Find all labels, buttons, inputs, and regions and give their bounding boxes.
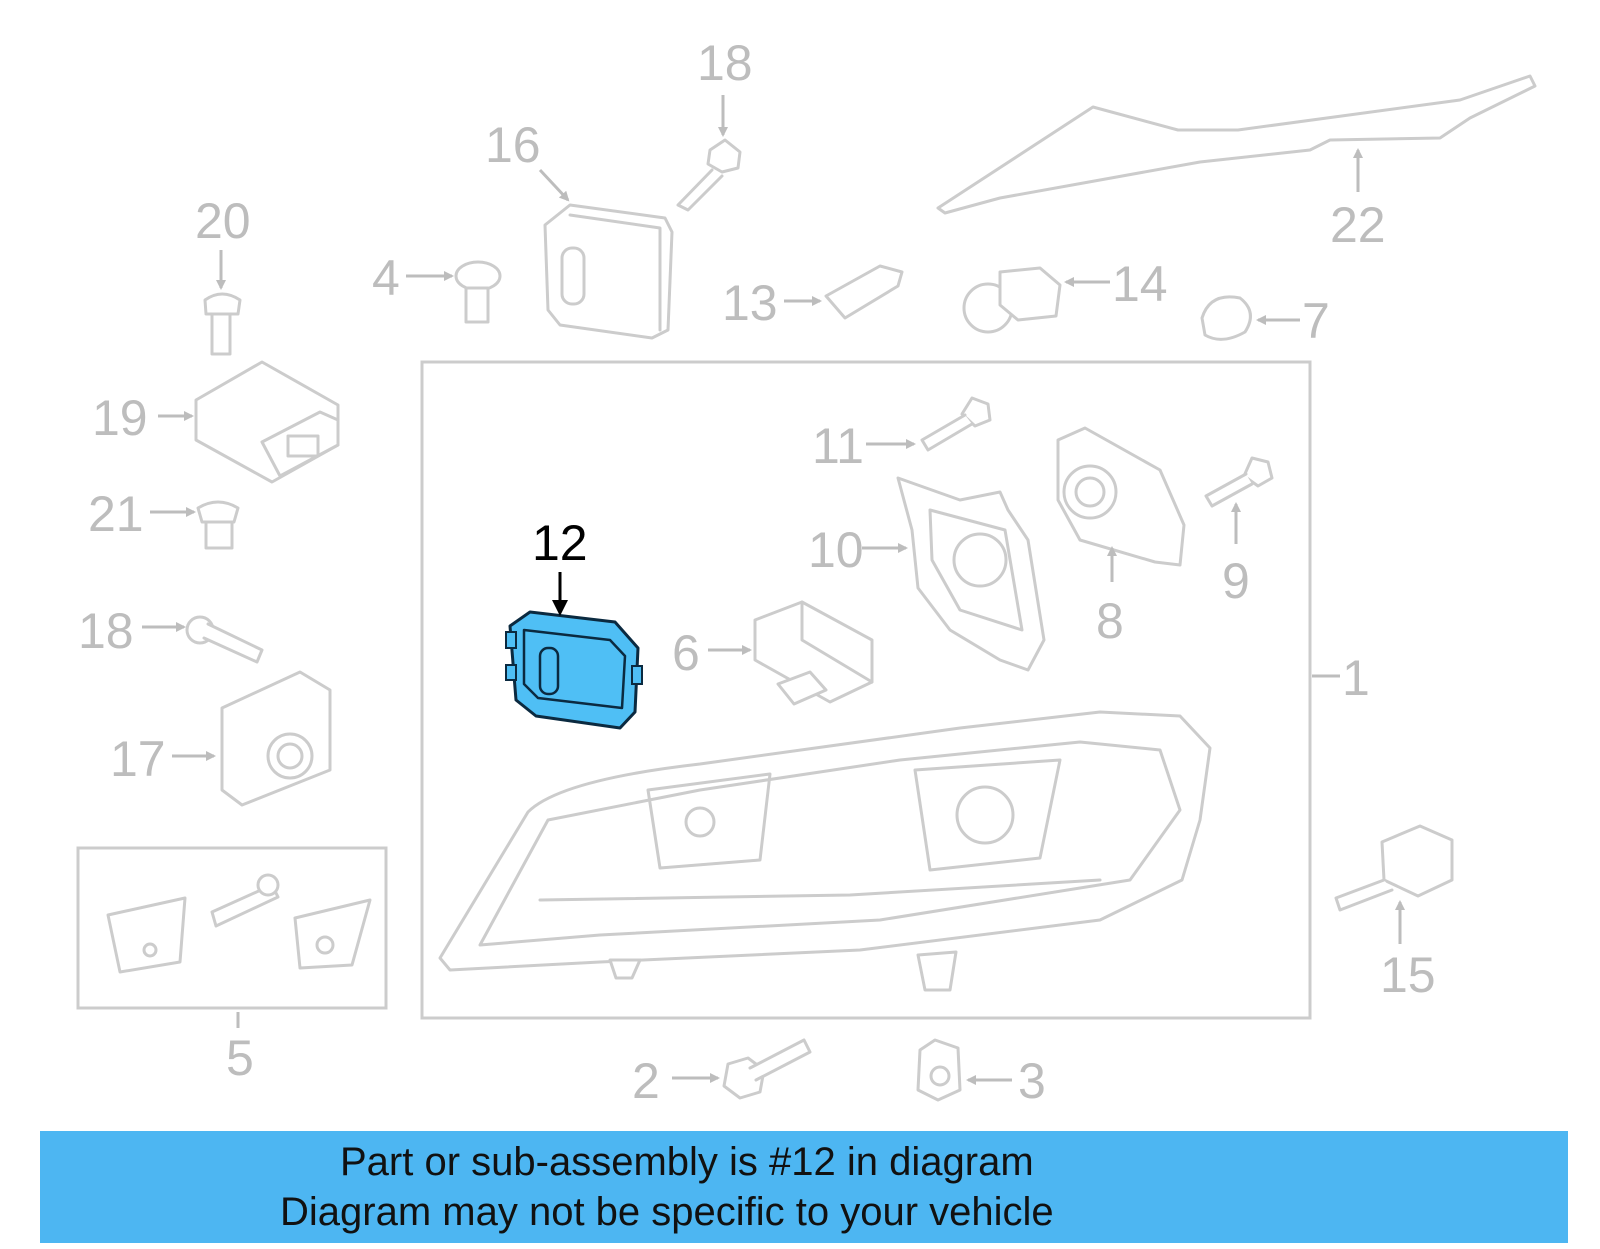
callout-17: 17: [110, 731, 166, 787]
nut-part-21[interactable]: 21: [88, 486, 240, 550]
module-part-19[interactable]: 19: [92, 360, 340, 484]
trim-strip-part-22[interactable]: 22: [936, 74, 1537, 253]
bolt-part-18-top[interactable]: 18: [676, 35, 753, 212]
callout-22: 22: [1330, 197, 1386, 253]
bolt-part-9[interactable]: 9: [1204, 456, 1274, 609]
banner-line-part-number: Part or sub-assembly is #12 in diagram: [340, 1140, 1034, 1184]
bolt-part-11[interactable]: 11: [812, 396, 992, 474]
cap-part-7[interactable]: 7: [1200, 293, 1330, 349]
screw-part-20[interactable]: 20: [195, 193, 251, 356]
banner-line-disclaimer: Diagram may not be specific to your vehi…: [280, 1190, 1054, 1234]
callout-15: 15: [1380, 947, 1436, 1003]
bracket-kit-part-5[interactable]: 5: [76, 846, 388, 1086]
headlamp-assembly-part-1[interactable]: 1 6 11 10: [420, 360, 1370, 1020]
bolt-part-2[interactable]: 2: [632, 1038, 812, 1109]
callout-3: 3: [1018, 1053, 1046, 1109]
bulb-part-15[interactable]: 15: [1334, 824, 1454, 1003]
callout-16: 16: [485, 117, 541, 173]
callout-1: 1: [1342, 650, 1370, 706]
connector-part-6[interactable]: 6: [672, 600, 874, 706]
callout-4: 4: [372, 250, 400, 306]
callout-18-left: 18: [78, 603, 134, 659]
callout-12: 12: [532, 515, 588, 571]
callout-7: 7: [1302, 293, 1330, 349]
callout-21: 21: [88, 486, 144, 542]
callout-8: 8: [1096, 593, 1124, 649]
callout-10: 10: [808, 522, 864, 578]
bolt-part-18-left[interactable]: 18: [78, 603, 264, 664]
callout-11: 11: [812, 418, 864, 474]
info-banner: Part or sub-assembly is #12 in diagram D…: [40, 1131, 1568, 1243]
callout-14: 14: [1112, 256, 1168, 312]
clip-part-13[interactable]: 13: [722, 264, 904, 331]
callout-19: 19: [92, 390, 148, 446]
bulb-part-14[interactable]: 14: [962, 256, 1168, 334]
nut-part-3[interactable]: 3: [916, 1038, 1046, 1109]
callout-18-top: 18: [697, 35, 753, 91]
screw-part-4[interactable]: 4: [372, 250, 502, 324]
callout-13: 13: [722, 275, 778, 331]
callout-9: 9: [1222, 553, 1250, 609]
callout-6: 6: [672, 625, 700, 681]
control-module-part-16[interactable]: 16: [485, 117, 674, 340]
callout-5: 5: [226, 1030, 254, 1086]
callout-2: 2: [632, 1053, 660, 1109]
callout-20: 20: [195, 193, 251, 249]
leveling-motor-part-8[interactable]: 8: [1056, 426, 1186, 649]
mounting-frame-part-10[interactable]: 10: [808, 476, 1046, 672]
ballast-part-17[interactable]: 17: [110, 670, 332, 807]
control-unit-part-12-highlighted[interactable]: 12: [505, 515, 643, 730]
